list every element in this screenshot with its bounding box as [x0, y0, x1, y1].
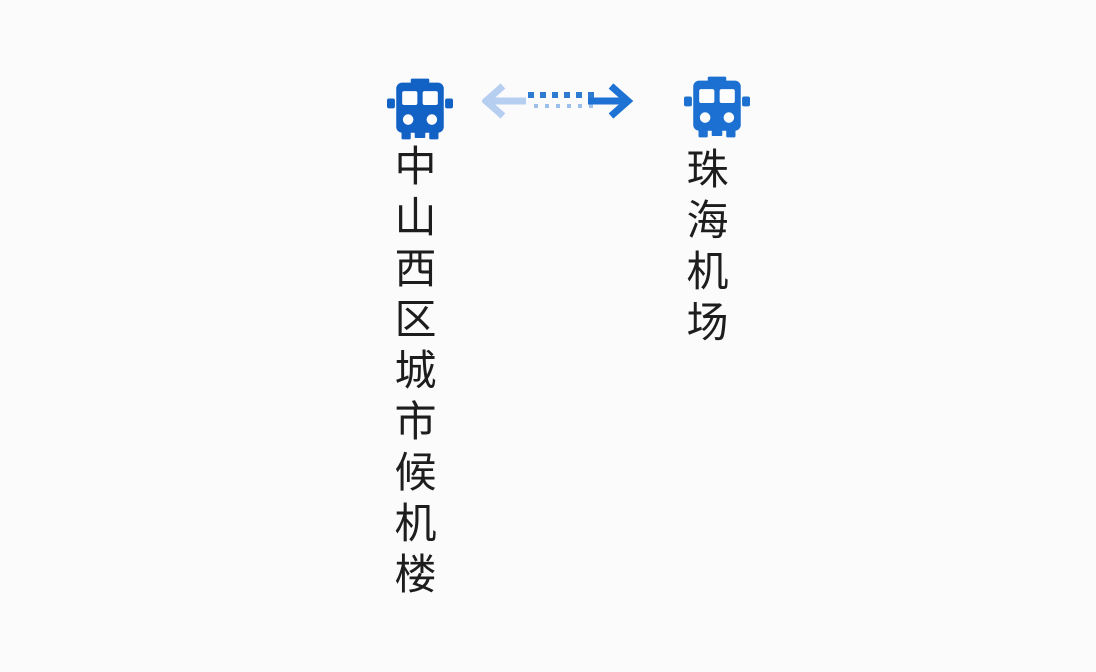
bus-windows [402, 91, 438, 125]
bus-icon [387, 78, 453, 140]
bidirectional-arrow-icon [482, 83, 634, 119]
bus-body [387, 78, 453, 140]
right-arrowhead [588, 83, 634, 119]
left-arrowhead [482, 83, 526, 119]
origin-label: 中山西区城市候机楼 [388, 144, 434, 603]
destination-label: 珠海机场 [680, 147, 726, 351]
bus-icon [684, 76, 750, 138]
bus-body [684, 76, 750, 138]
bus-windows [699, 89, 735, 123]
